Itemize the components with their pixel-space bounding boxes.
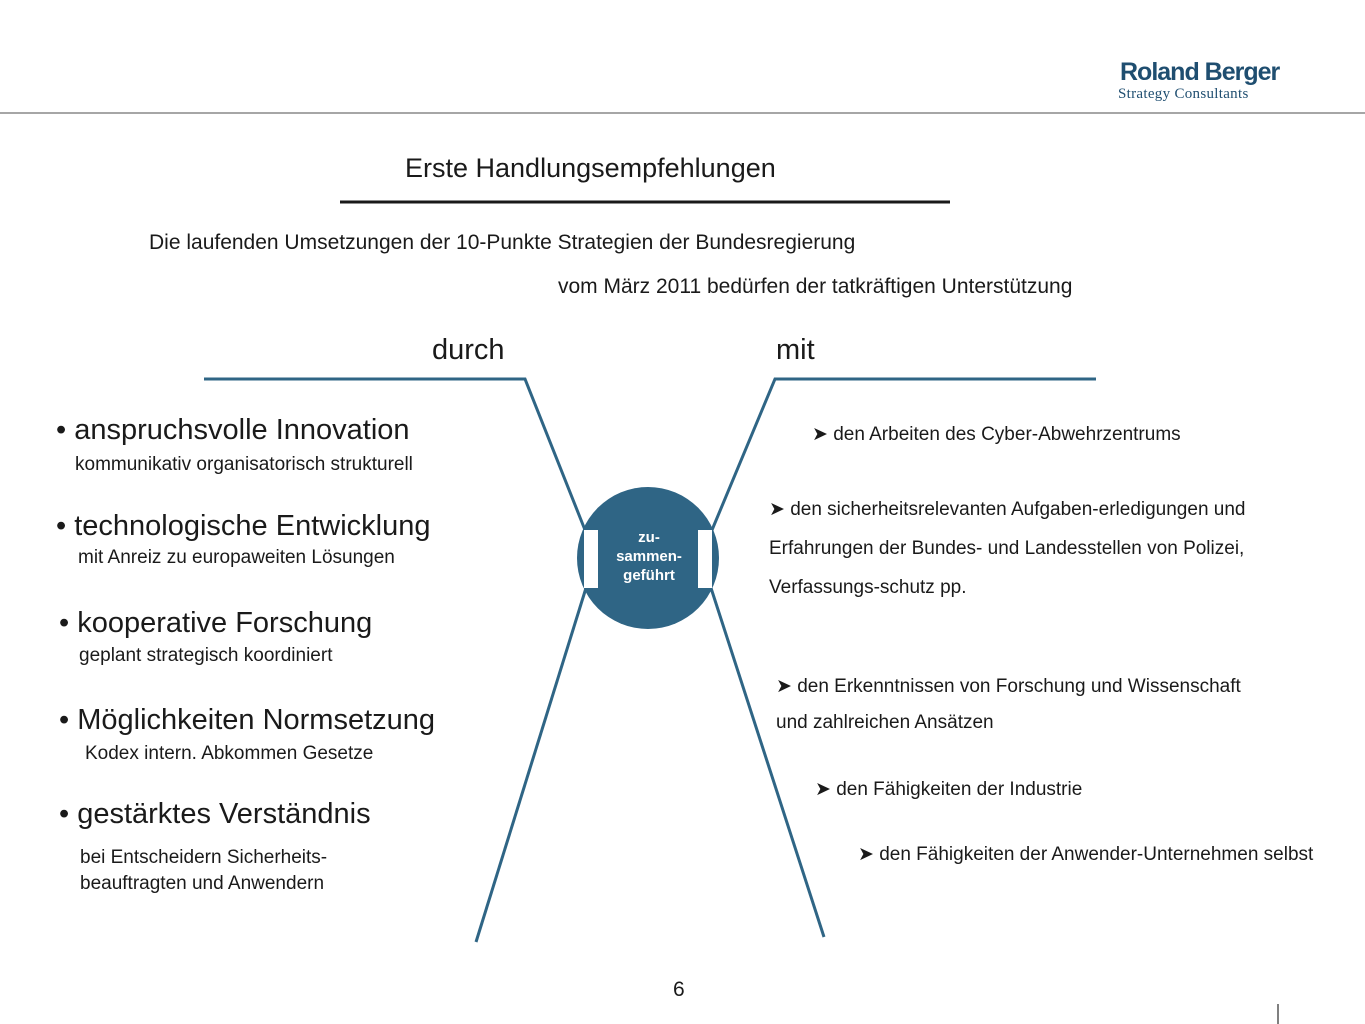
center-right-bar — [698, 530, 712, 588]
left-item-3-title: • kooperative Forschung — [59, 607, 373, 639]
left-item-4-title: • Möglichkeiten Normsetzung — [59, 704, 436, 736]
center-left-bar — [584, 530, 598, 588]
intro-line-1: Die laufenden Umsetzungen der 10-Punkte … — [149, 231, 856, 254]
right-heading: mit — [776, 334, 815, 366]
left-bracket — [204, 377, 588, 943]
right-item-1: ➤ den Arbeiten des Cyber-Abwehrzentrums — [812, 424, 1181, 445]
left-item-2-sub: mit Anreiz zu europaweiten Lösungen — [78, 547, 395, 568]
left-item-5-title: • gestärktes Verständnis — [59, 798, 371, 830]
left-heading: durch — [432, 334, 505, 366]
center-label-line-1: zu- — [638, 529, 660, 546]
left-item-5-sub: bei Entscheidern Sicherheits-beauftragte… — [80, 847, 328, 894]
logo-name: Roland Berger — [1120, 58, 1280, 86]
right-item-4: ➤ den Fähigkeiten der Industrie — [815, 779, 1083, 800]
logo-tagline: Strategy Consultants — [1118, 86, 1249, 102]
right-item-2: ➤ den sicherheitsrelevanten Aufgaben-erl… — [769, 499, 1246, 598]
left-item-3-sub: geplant strategisch koordiniert — [79, 645, 333, 666]
left-item-2-title: • technologische Entwicklung — [56, 510, 431, 542]
intro-line-2: vom März 2011 bedürfen der tatkräftigen … — [558, 275, 1073, 298]
right-item-5: ➤ den Fähigkeiten der Anwender-Unternehm… — [858, 844, 1314, 865]
page-number: 6 — [673, 978, 685, 1001]
right-item-3: ➤ den Erkenntnissen von Forschung und Wi… — [776, 676, 1241, 733]
center-label-line-2: sammen- — [616, 548, 682, 565]
page-title: Erste Handlungsempfehlungen — [405, 153, 776, 183]
center-label-line-3: geführt — [623, 567, 675, 584]
left-item-1-title: • anspruchsvolle Innovation — [56, 414, 410, 446]
left-item-1-sub: kommunikativ organisatorisch strukturell — [75, 454, 413, 475]
left-item-4-sub: Kodex intern. Abkommen Gesetze — [85, 743, 374, 764]
center-circle — [577, 487, 719, 629]
center-label: zu- sammen- geführt — [604, 528, 694, 585]
right-bracket — [709, 377, 1096, 938]
